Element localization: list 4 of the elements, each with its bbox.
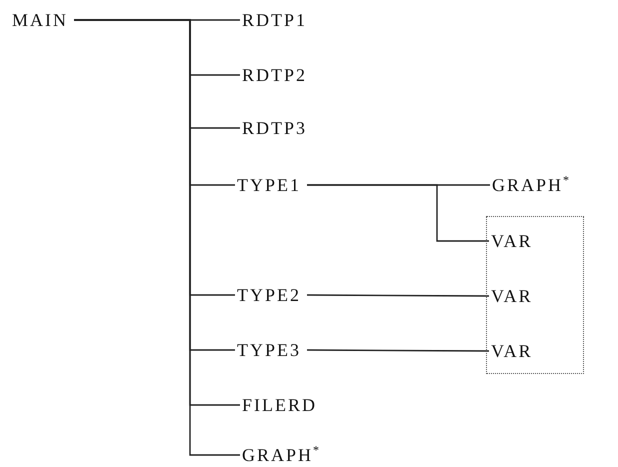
dotted-group-box bbox=[486, 216, 584, 374]
connector-line bbox=[307, 184, 489, 242]
connector-line bbox=[307, 349, 489, 352]
connector-line bbox=[307, 294, 489, 297]
